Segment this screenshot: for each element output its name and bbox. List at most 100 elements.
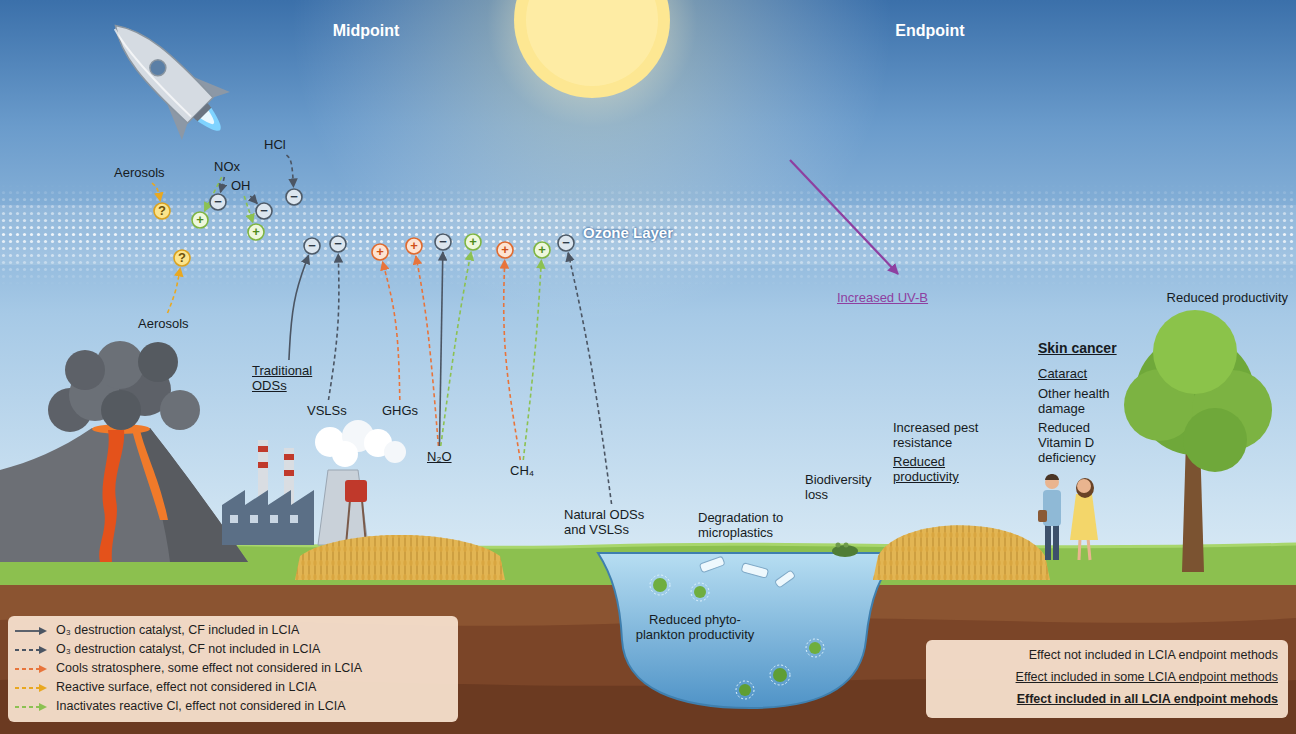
effect-sign: + <box>247 223 265 241</box>
tree <box>1124 310 1272 572</box>
factory <box>222 420 406 545</box>
factory <box>284 454 294 460</box>
circle-outline <box>558 235 574 251</box>
legend-line-sample <box>15 668 40 670</box>
legend-line-sample <box>39 665 47 673</box>
volcano <box>160 390 200 430</box>
volcano <box>132 430 168 520</box>
effect-circle: + <box>405 237 423 255</box>
ozone-layer-band <box>0 185 1296 285</box>
circle-outline <box>372 244 388 260</box>
layer-label: Ozone Layer <box>583 224 673 242</box>
circle-outline <box>154 203 170 219</box>
emission-source: OH <box>229 177 253 194</box>
circle-outline <box>174 250 190 266</box>
sky <box>526 0 658 86</box>
effect-sign: − <box>557 234 575 252</box>
pond <box>694 586 706 598</box>
radiation-label: Increased UV-B <box>837 290 928 305</box>
legend-entry: Effect included in some LCIA endpoint me… <box>1016 670 1278 685</box>
emission-source: N₂O <box>425 448 454 465</box>
crop-field-left <box>295 535 505 580</box>
legend-text: O₃ destruction catalyst, CF included in … <box>56 623 299 638</box>
legend-entry: O₃ destruction catalyst, CF included in … <box>14 623 299 638</box>
effect-sign: ? <box>173 249 191 267</box>
pond <box>741 563 768 578</box>
factory <box>270 515 278 523</box>
effect-circle: − <box>434 233 452 251</box>
source-text: Aerosols <box>114 165 165 180</box>
effect-circle: ? <box>173 249 191 267</box>
circle-outline <box>304 238 320 254</box>
effect-sign: + <box>191 211 209 229</box>
influence-arrow <box>441 252 471 446</box>
influence-arrow <box>568 253 611 504</box>
volcano <box>101 390 141 430</box>
influence-arrow <box>439 252 442 446</box>
people <box>1070 494 1098 540</box>
legend-line-sample <box>15 687 40 689</box>
effect-sign: − <box>209 193 227 211</box>
pond <box>736 681 754 699</box>
frog <box>832 543 858 558</box>
factory <box>290 515 298 523</box>
frog <box>844 543 849 548</box>
legend-text: Cools stratosphere, some effect not cons… <box>56 661 362 676</box>
effect-sign: + <box>496 241 514 259</box>
uv-b-arrow <box>790 160 898 274</box>
factory <box>230 515 238 523</box>
factory <box>258 462 268 468</box>
pond <box>809 642 821 654</box>
source-text: Natural ODSs and VSLSs <box>564 507 664 537</box>
effect-label: Reduced productivity <box>1167 290 1288 305</box>
effect-sign: − <box>303 237 321 255</box>
source-text: Traditional ODSs <box>252 363 324 393</box>
factory <box>222 490 314 545</box>
source-text: OH <box>231 178 251 193</box>
emission-source: HCl <box>262 136 288 153</box>
sky <box>514 0 670 98</box>
rocket <box>102 12 213 123</box>
effect-circle: + <box>496 241 514 259</box>
circle-outline <box>330 236 346 252</box>
emission-source: Aerosols <box>136 315 191 332</box>
emission-source: Natural ODSs and VSLSs <box>562 506 666 538</box>
circle-outline <box>210 194 226 210</box>
legend-text: O₃ destruction catalyst, CF not included… <box>56 642 320 657</box>
legend-panels <box>8 616 458 722</box>
people <box>1077 479 1091 493</box>
people <box>1088 538 1090 560</box>
people <box>1045 474 1059 480</box>
emission-source: Aerosols <box>112 164 167 181</box>
effect-sign: + <box>533 241 551 259</box>
circle-outline <box>534 242 550 258</box>
people <box>1038 510 1047 522</box>
pond <box>775 570 796 588</box>
effect-label: Increased pest resistance <box>893 420 1003 450</box>
pond <box>598 553 902 708</box>
people <box>1045 524 1051 560</box>
pond <box>598 553 902 708</box>
section-heading: Endpoint <box>895 21 964 40</box>
pond <box>653 578 667 592</box>
pond <box>691 583 709 601</box>
circle-outline <box>465 234 481 250</box>
legend-line-sample <box>39 646 47 654</box>
effect-circle: + <box>533 241 551 259</box>
effect-label: Reduced Vitamin D deficiency <box>1038 420 1113 465</box>
influence-arrow <box>328 254 338 400</box>
source-text: NOx <box>214 159 240 174</box>
effect-circle: ? <box>153 202 171 220</box>
pond <box>806 639 824 657</box>
legend-entry: Effect included in all LCIA endpoint meh… <box>1017 692 1278 707</box>
source-text: HCl <box>264 137 286 152</box>
source-text: VSLSs <box>307 403 347 418</box>
legend-entry: Cools stratosphere, some effect not cons… <box>14 661 362 676</box>
source-text: GHGs <box>382 403 418 418</box>
effect-circle: − <box>303 237 321 255</box>
effect-sign: + <box>464 233 482 251</box>
legend-line-sample <box>14 682 48 694</box>
legend-line-sample <box>14 625 48 637</box>
legend-line-sample <box>39 627 47 635</box>
